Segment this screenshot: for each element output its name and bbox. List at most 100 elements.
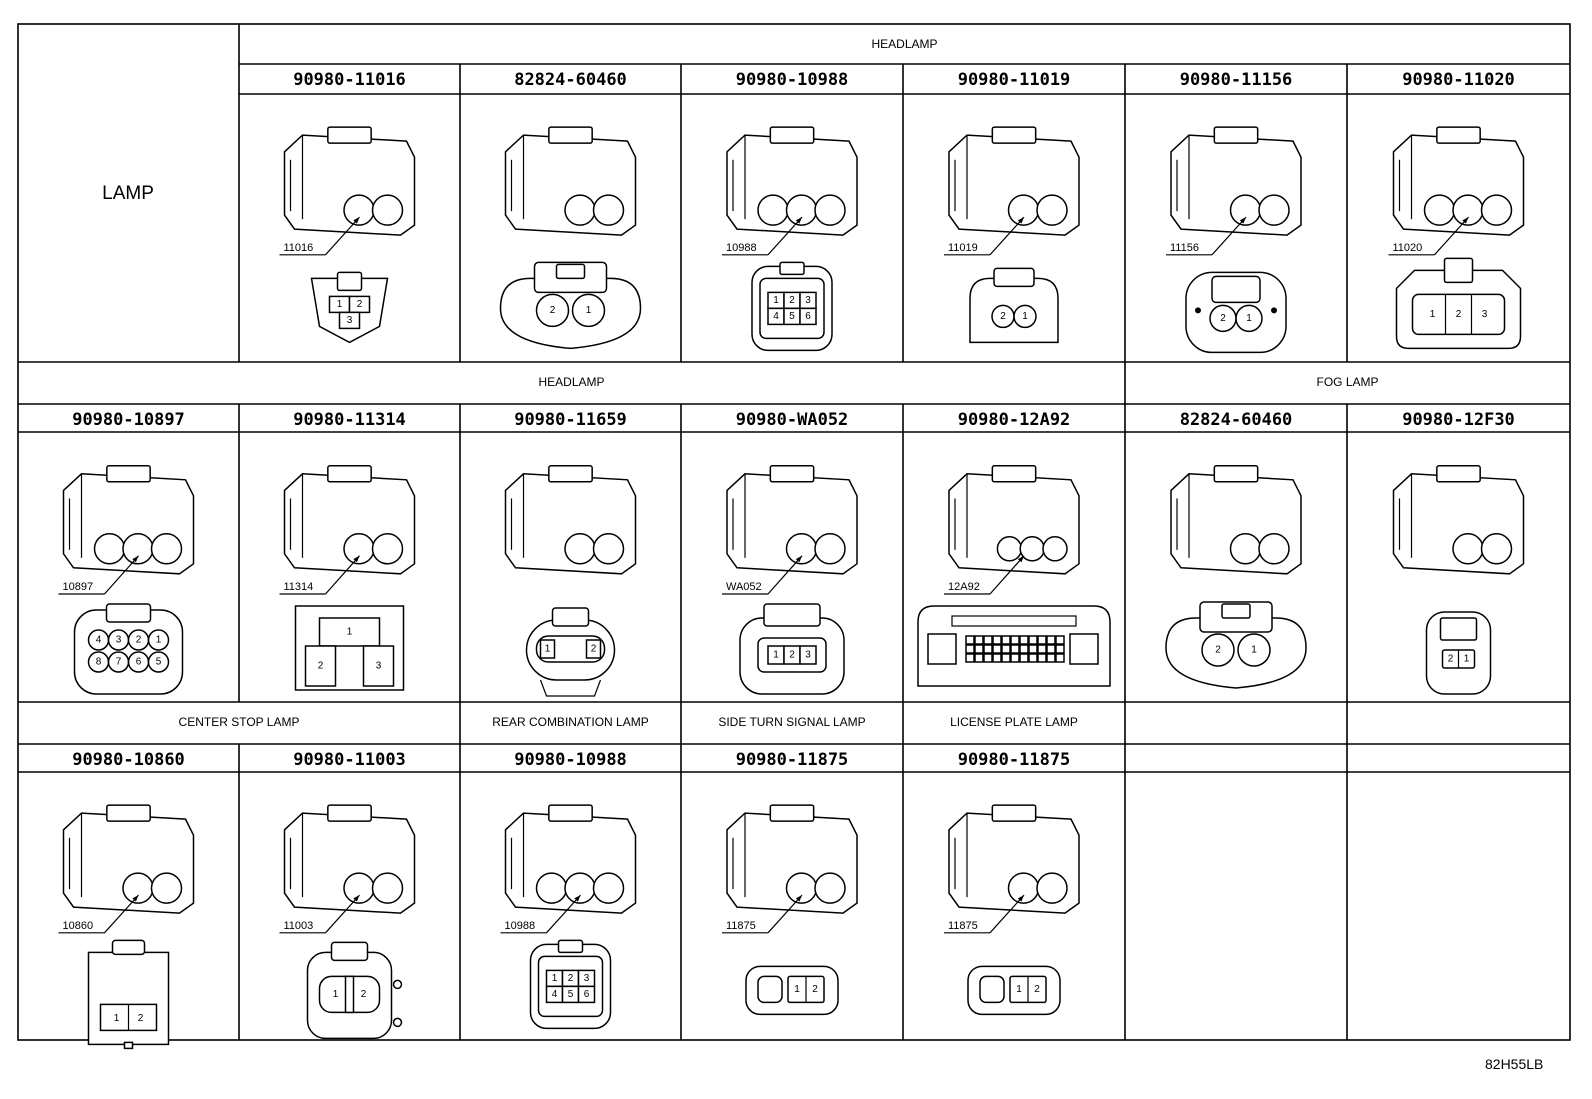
terminal-number: 3: [584, 973, 590, 984]
leader-line: [989, 894, 1025, 934]
terminal-number: 1: [1464, 654, 1470, 665]
terminal-number: 6: [805, 311, 811, 322]
leader-line: [104, 555, 139, 595]
terminal-cell: [1028, 644, 1038, 654]
connector-code: WA052: [726, 581, 762, 593]
part-number: 90980-11659: [514, 410, 627, 430]
pin-cavity: [1007, 872, 1040, 904]
pin-cavity: [1480, 533, 1513, 565]
housing-latch: [1436, 465, 1481, 483]
terminal-number: 1: [773, 650, 779, 661]
chart-grid: [17, 23, 1571, 1041]
leader-arrow: [353, 555, 360, 563]
pin-cavity: [1036, 194, 1068, 226]
terminal-cell: [1010, 644, 1020, 654]
terminal-cell: [1028, 653, 1038, 663]
face-screw: [1271, 307, 1277, 314]
terminal-number: 2: [550, 305, 556, 316]
pin-cavity: [1480, 194, 1513, 226]
terminal-number: 2: [789, 650, 795, 661]
terminal-cell: [1046, 635, 1056, 645]
terminal-cell: [577, 985, 596, 1004]
pin-cavity: [1423, 194, 1456, 226]
part-number: 90980-11875: [958, 750, 1071, 770]
connector-housing: [504, 126, 637, 236]
face-outline: [1165, 617, 1307, 689]
face-latch: [1221, 603, 1251, 619]
terminal-number: 1: [552, 973, 558, 984]
terminal-cell: [983, 653, 993, 663]
connector-housing: [1170, 126, 1302, 236]
connector-code: 11019: [948, 242, 978, 254]
outer-frame: [17, 23, 1571, 1041]
terminal-cell: [338, 311, 361, 330]
face-latch: [336, 271, 363, 292]
part-number: 90980-11016: [293, 70, 406, 90]
pin-cavity: [1007, 194, 1040, 226]
leader-line: [767, 894, 803, 934]
part-number: 90980-10860: [72, 750, 185, 770]
terminal-number: 3: [805, 295, 811, 306]
pin-cavity: [122, 533, 154, 565]
pin-cavity: [785, 872, 818, 904]
terminal-number: 3: [376, 661, 382, 672]
connector-code: 11003: [284, 920, 314, 932]
terminal-number: 2: [1448, 654, 1454, 665]
housing-latch: [548, 804, 593, 822]
pin-cavity: [592, 872, 625, 904]
terminal-cell: [1001, 653, 1011, 663]
pin-cavity: [1229, 194, 1262, 226]
terminal-number: 2: [1000, 311, 1006, 322]
terminal-number: 3: [347, 315, 353, 326]
terminal-cell: [1019, 644, 1029, 654]
terminal-cell: [1028, 635, 1038, 645]
lamp-label: LAMP: [102, 183, 154, 204]
terminal-number: 2: [1456, 309, 1462, 320]
terminal-cavity: [1235, 304, 1263, 333]
pin-cavity: [564, 872, 596, 904]
terminal-number: 1: [794, 984, 800, 995]
pin-cavity: [814, 872, 846, 904]
connector-code: 10988: [726, 242, 757, 254]
leader-line: [325, 894, 360, 934]
part-number: 90980-11020: [1402, 70, 1515, 90]
terminal-cell: [1037, 644, 1047, 654]
terminal-number: 3: [805, 650, 811, 661]
leader-arrow: [1017, 555, 1024, 563]
section-label: CENTER STOP LAMP: [179, 715, 300, 729]
face-key: [344, 975, 355, 1014]
housing-latch: [991, 126, 1037, 144]
housing-latch: [769, 804, 815, 822]
connector-housing: [62, 804, 195, 914]
connector-code: 11875: [948, 920, 978, 932]
part-number: 90980-11156: [1180, 70, 1293, 90]
pin-cavity: [785, 194, 818, 226]
pin-cavity: [371, 194, 404, 226]
terminal-cavity: [147, 651, 170, 673]
face-block: [927, 633, 957, 665]
terminal-cavity: [571, 293, 606, 328]
connector-housing: [1392, 465, 1525, 575]
housing-latch: [548, 126, 593, 144]
face-outline: [1185, 271, 1287, 354]
terminal-number: 3: [116, 635, 122, 646]
pin-cavity: [1452, 194, 1484, 226]
part-number: 90980-10988: [736, 70, 849, 90]
leader-line: [325, 555, 360, 595]
terminal-cell: [1010, 635, 1020, 645]
pin-cavity: [785, 533, 818, 565]
terminal-cell: [1001, 644, 1011, 654]
section-label: HEADLAMP: [538, 375, 604, 389]
section-label: HEADLAMP: [871, 37, 937, 51]
leader-line: [325, 216, 360, 256]
connector-housing: [283, 804, 416, 914]
leader-arrow: [795, 895, 802, 902]
pin-cavity: [1229, 533, 1262, 565]
terminal-number: 2: [357, 299, 363, 310]
housing-latch: [1213, 465, 1259, 483]
terminal-number: 1: [545, 644, 551, 655]
terminal-number: 8: [96, 657, 102, 668]
pin-cavity: [371, 872, 404, 904]
terminal-number: 4: [773, 311, 779, 322]
